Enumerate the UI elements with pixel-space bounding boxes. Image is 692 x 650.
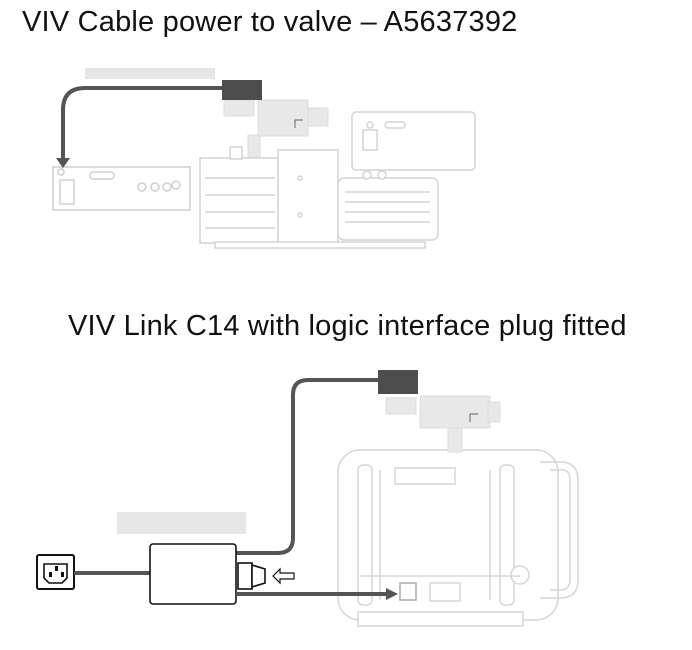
valve-cable [236, 378, 378, 555]
label-placeholder [85, 68, 215, 79]
controller-box [351, 111, 476, 171]
rotary-pump [199, 146, 439, 249]
viv-link-box [149, 543, 237, 605]
valve [385, 395, 501, 453]
valve-connector [378, 370, 418, 394]
top-diagram [52, 68, 476, 249]
bottom-diagram [36, 370, 579, 627]
arrow-head-icon [386, 588, 398, 600]
arrow-head-icon [56, 158, 70, 168]
top-diagram-title: VIV Cable power to valve – A5637392 [22, 6, 518, 38]
hollow-arrow-left-icon [272, 567, 295, 585]
power-cable [61, 86, 222, 160]
bottom-diagram-title: VIV Link C14 with logic interface plug f… [68, 310, 627, 342]
scroll-pump [337, 449, 579, 627]
controller-panel [52, 166, 191, 211]
label-placeholder [117, 512, 246, 534]
valve-connector [222, 80, 262, 100]
c14-mains-socket-icon [36, 554, 75, 590]
logic-interface-plug [237, 562, 266, 590]
valve [223, 99, 329, 158]
